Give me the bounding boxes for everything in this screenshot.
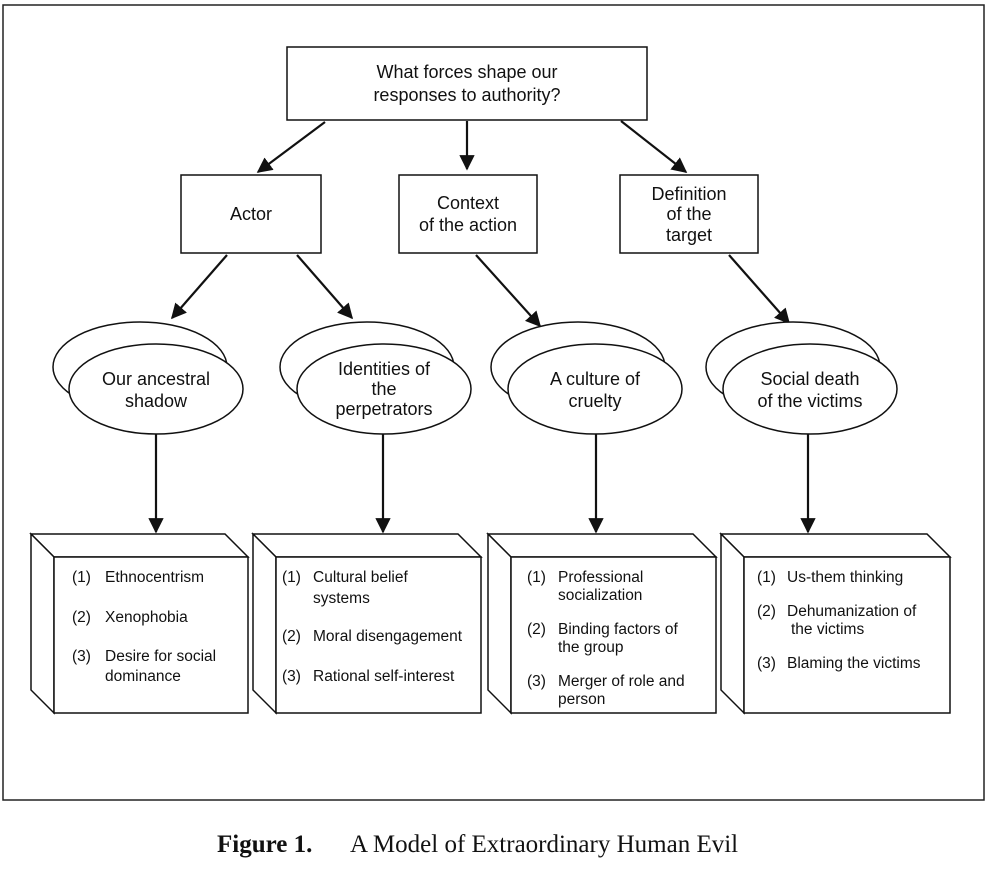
list-item-text: Ethnocentrism: [105, 569, 204, 586]
theme-identities-line-2: the: [371, 379, 396, 399]
list-item-text-continued: dominance: [105, 668, 181, 685]
root-arrows: [256, 120, 688, 173]
list-item-text: Moral disengagement: [313, 628, 463, 645]
list-box-ancestral: [29, 532, 250, 715]
arrow-root-to-actor: [256, 121, 326, 173]
list-item-number: (1): [72, 569, 91, 586]
caption-label: Figure 1.: [217, 831, 312, 858]
arrow-actor-to-ancestral: [170, 254, 228, 320]
list-item-number: (2): [72, 609, 91, 626]
list-item-text: Xenophobia: [105, 609, 188, 626]
theme-ellipse-culture: A culture of cruelty: [490, 321, 683, 435]
list-item-number: (3): [282, 668, 301, 685]
list-ancestral: (1) Ethnocentrism (2) Xenophobia (3) Des…: [72, 569, 216, 685]
root-question-line-1: What forces shape our: [376, 62, 557, 82]
list-box-culture: [486, 532, 718, 715]
list-social-death: (1) Us-them thinking (2) Dehumanization …: [757, 569, 921, 672]
root-question-box: What forces shape our responses to autho…: [286, 46, 648, 121]
arrow-context-to-culture: [475, 254, 542, 328]
arrow-definition-to-social-death: [728, 254, 791, 325]
factor-box-definition: Definition of the target: [619, 174, 759, 254]
list-item-text: Cultural belief: [313, 569, 408, 586]
list-item-text-continued: systems: [313, 590, 370, 607]
factor-context-line-2: of the action: [419, 215, 517, 235]
theme-ellipse-social-death: Social death of the victims: [705, 321, 898, 435]
factor-context-line-1: Context: [437, 193, 499, 213]
factor-actor-label: Actor: [230, 204, 272, 224]
list-item-number: (1): [282, 569, 301, 586]
list-item-number: (2): [527, 621, 546, 638]
theme-identities-line-3: perpetrators: [335, 399, 432, 419]
list-item-number: (3): [527, 673, 546, 690]
list-item-text: Merger of role and: [558, 673, 685, 690]
figure-frame: [2, 4, 985, 801]
list-item-text-continued: the victims: [791, 621, 864, 638]
list-item-text-continued: the group: [558, 639, 624, 656]
theme-social-death-line-1: Social death: [760, 369, 859, 389]
list-item-number: (2): [282, 628, 301, 645]
list-box-social-death: [719, 532, 952, 715]
list-item-number: (1): [527, 569, 546, 586]
theme-arrows: [148, 434, 816, 534]
theme-ellipse-ancestral: Our ancestral shadow: [52, 321, 244, 435]
theme-identities-line-1: Identities of: [338, 359, 431, 379]
list-item-text: Dehumanization of: [787, 603, 917, 620]
theme-ellipse-identities: Identities of the perpetrators: [279, 321, 472, 435]
list-item-text-continued: person: [558, 691, 605, 708]
list-item-text: Us-them thinking: [787, 569, 903, 586]
factor-box-actor: Actor: [180, 174, 322, 254]
figure-caption: Figure 1. A Model of Extraordinary Human…: [217, 831, 738, 858]
list-item-text-continued: socialization: [558, 587, 642, 604]
list-item-text: Desire for social: [105, 648, 216, 665]
list-box-identities: [251, 532, 483, 715]
list-item-text: Binding factors of: [558, 621, 678, 638]
arrow-actor-to-identities: [296, 254, 354, 320]
list-item-text: Professional: [558, 569, 643, 586]
list-item-number: (3): [757, 655, 776, 672]
theme-ancestral-line-1: Our ancestral: [102, 369, 210, 389]
arrow-root-to-definition: [620, 120, 688, 173]
factor-definition-line-2: of the: [666, 204, 711, 224]
caption-title: A Model of Extraordinary Human Evil: [350, 831, 738, 858]
theme-culture-line-1: A culture of: [550, 369, 641, 389]
root-question-line-2: responses to authority?: [373, 85, 560, 105]
list-item-text: Blaming the victims: [787, 655, 921, 672]
list-culture: (1) Professional socialization (2) Bindi…: [527, 569, 685, 708]
theme-ancestral-line-2: shadow: [125, 391, 188, 411]
list-item-number: (2): [757, 603, 776, 620]
factor-arrows: [170, 254, 791, 328]
factor-definition-line-1: Definition: [651, 184, 726, 204]
list-item-text: Rational self-interest: [313, 668, 455, 685]
theme-culture-line-2: cruelty: [568, 391, 621, 411]
list-item-number: (1): [757, 569, 776, 586]
factor-box-context: Context of the action: [398, 174, 538, 254]
theme-social-death-line-2: of the victims: [757, 391, 862, 411]
list-identities: (1) Cultural belief systems (2) Moral di…: [282, 569, 463, 685]
list-item-number: (3): [72, 648, 91, 665]
factor-definition-line-3: target: [666, 225, 712, 245]
